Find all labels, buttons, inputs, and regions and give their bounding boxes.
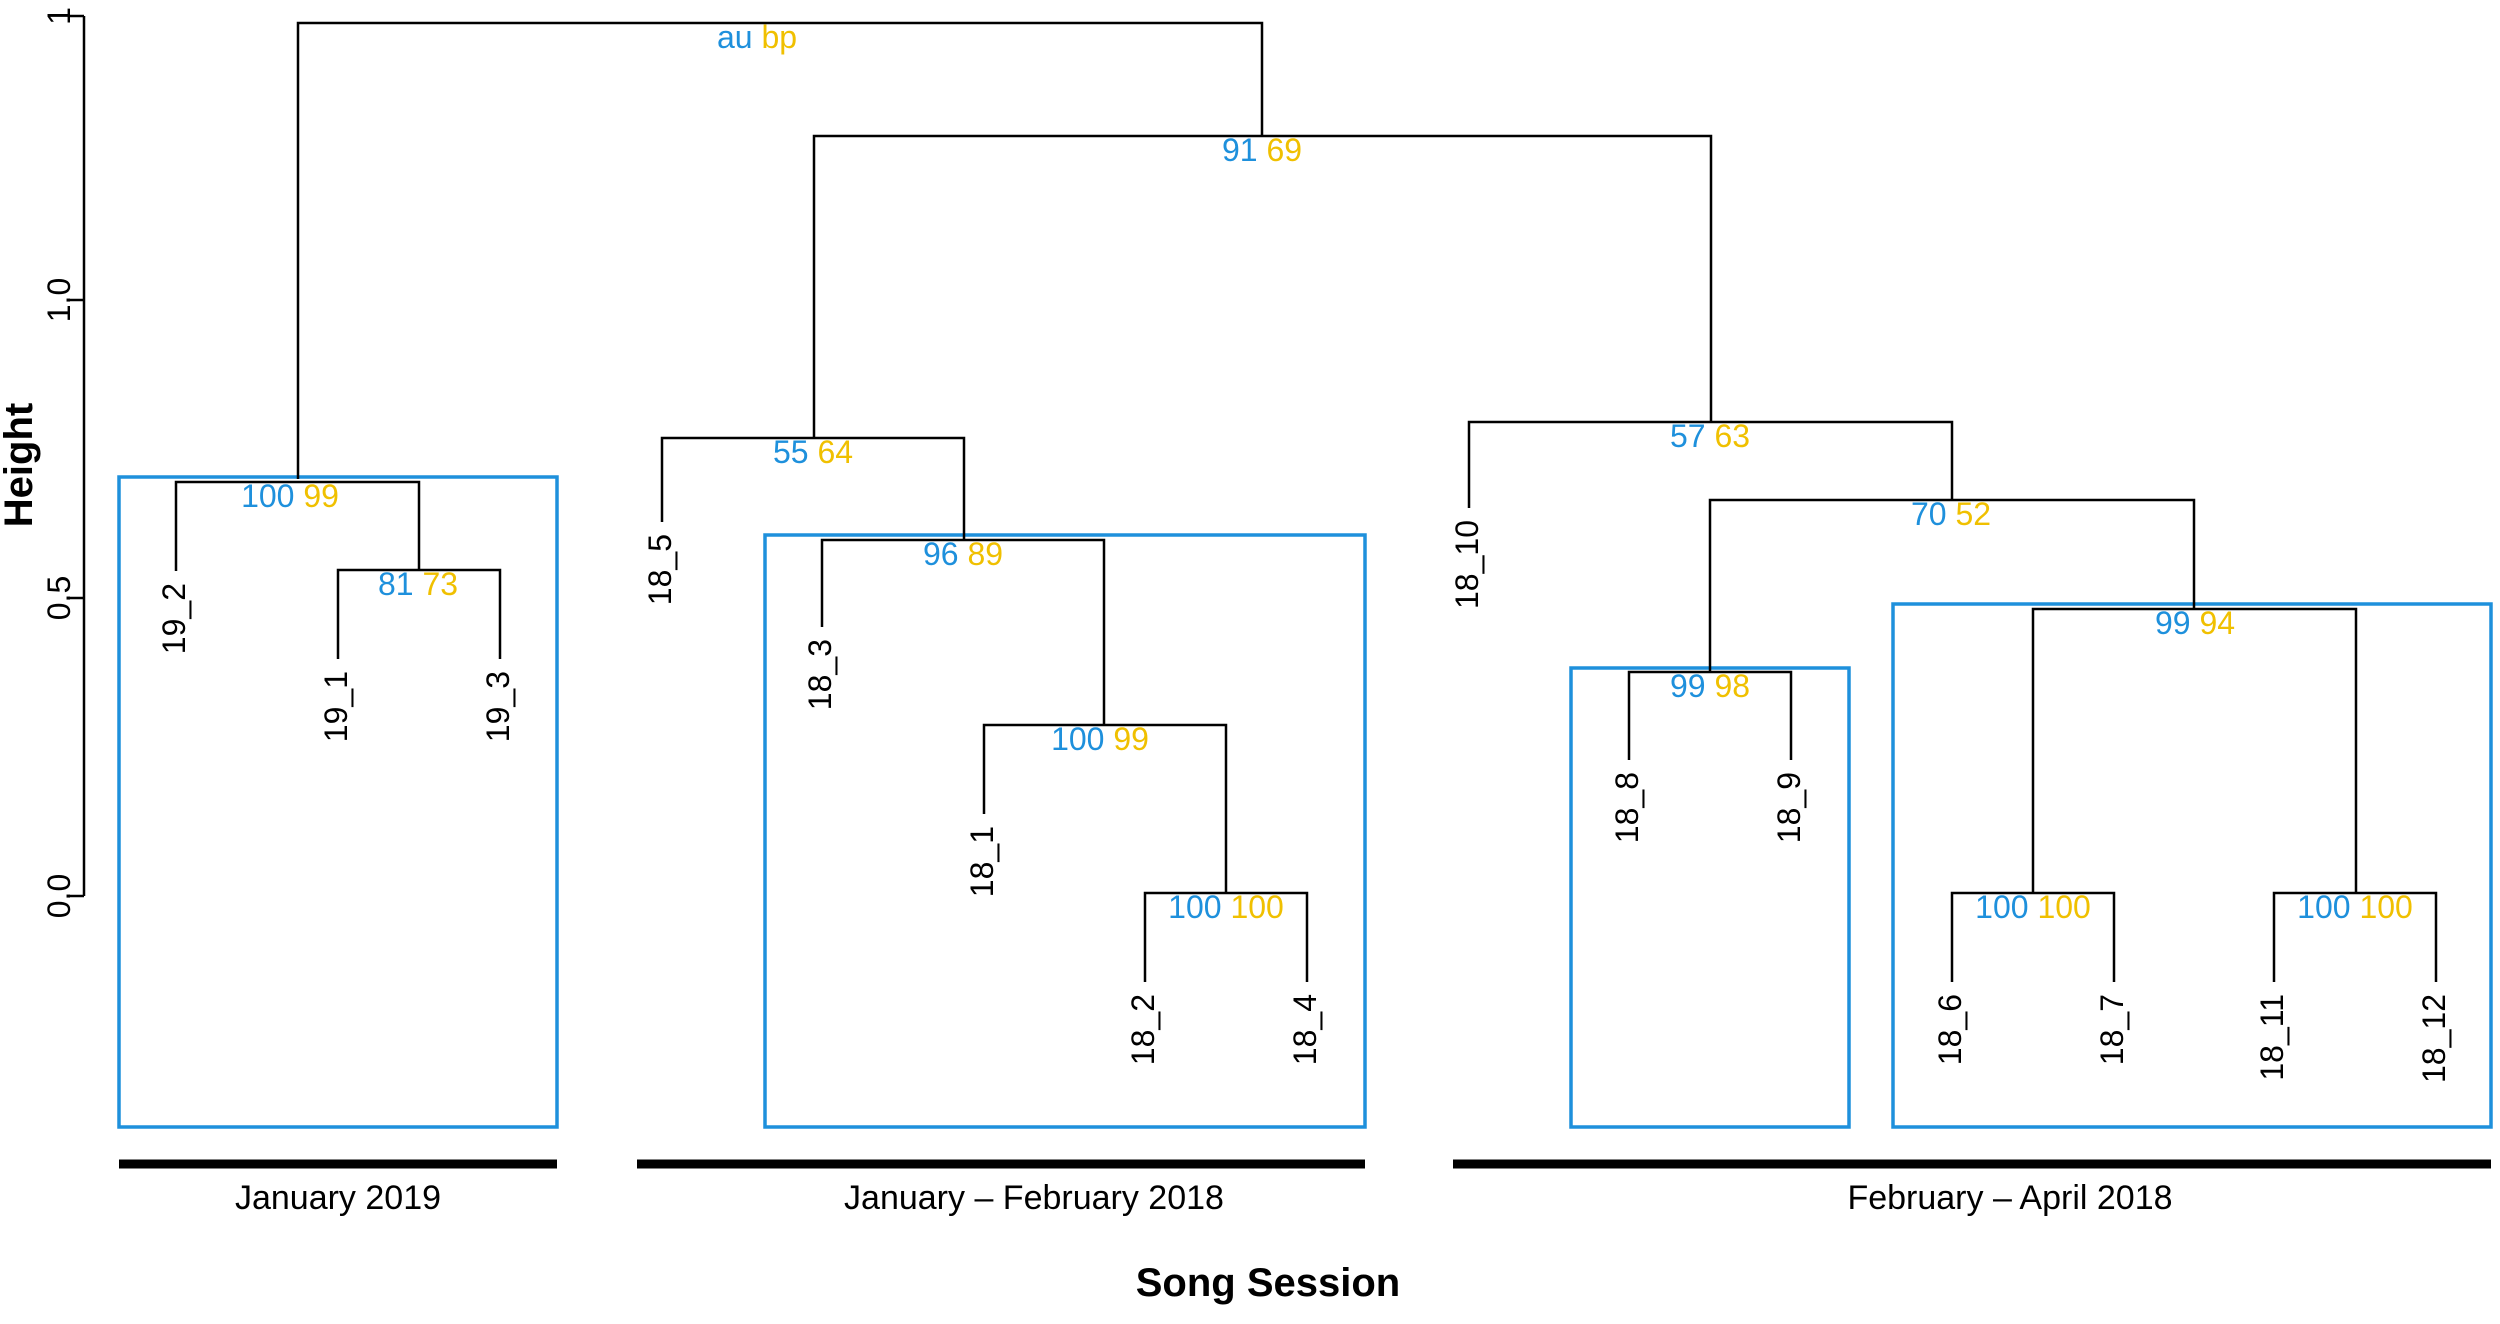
node-label-99-94: 99 94 xyxy=(2155,605,2235,641)
cluster-box-18-6-12 xyxy=(1891,602,2493,1129)
cluster-box-18-8-9 xyxy=(1569,666,1851,1129)
x-axis-title: Song Session xyxy=(1136,1261,1401,1305)
y-tick-label-1: 1 xyxy=(41,7,77,25)
y-tick-label-0: 0.0 xyxy=(41,874,77,918)
node-label-55-64: 55 64 xyxy=(773,434,853,470)
node-label-57-63: 57 63 xyxy=(1670,418,1750,454)
session-groups: January 2019 January – February 2018 Feb… xyxy=(119,1159,2491,1217)
leaf-label-19-1: 19_1 xyxy=(318,671,354,742)
branch-70-52 xyxy=(1708,498,2196,672)
cluster-box-jan-feb2018 xyxy=(763,533,1367,1129)
leaf-label-18-9: 18_9 xyxy=(1771,772,1807,843)
group-label-jan-feb2018: January – February 2018 xyxy=(844,1179,1224,1217)
cluster-box-jan2019 xyxy=(117,475,559,1129)
branch-99-94 xyxy=(2031,607,2358,893)
node-label-81-73: 81 73 xyxy=(378,566,458,602)
branch-root xyxy=(296,21,1264,479)
leaf-label-18-5: 18_5 xyxy=(642,534,678,605)
leaf-label-18-10: 18_10 xyxy=(1449,520,1485,609)
branch-96-89 xyxy=(820,538,1106,725)
node-label-96-89: 96 89 xyxy=(923,536,1003,572)
branch-55-64 xyxy=(660,436,966,540)
leaf-label-18-1: 18_1 xyxy=(964,826,1000,897)
branch-100-100-c xyxy=(2272,891,2438,982)
node-label-100-99-a: 100 99 xyxy=(241,478,339,514)
dendrogram-branches xyxy=(174,21,2438,982)
leaf-label-18-7: 18_7 xyxy=(2094,994,2130,1065)
y-tick-label-05: 0.5 xyxy=(41,576,77,620)
branch-100-99-b xyxy=(982,723,1228,893)
leaf-label-18-6: 18_6 xyxy=(1932,994,1968,1065)
branch-99-98 xyxy=(1627,670,1793,760)
y-axis: 0.0 0.5 1.0 1 Height xyxy=(0,7,86,918)
node-label-100-100-b: 100 100 xyxy=(1975,889,2091,925)
leaf-label-18-4: 18_4 xyxy=(1287,994,1323,1065)
branch-81-73 xyxy=(336,568,502,659)
group-label-feb-apr2018: February – April 2018 xyxy=(1847,1179,2172,1217)
branch-100-99-a xyxy=(174,480,421,571)
leaf-label-18-11: 18_11 xyxy=(2254,994,2290,1081)
y-axis-title: Height xyxy=(0,403,41,527)
node-label-70-52: 70 52 xyxy=(1911,496,1991,532)
node-label-91-69: 91 69 xyxy=(1222,132,1302,168)
node-label-100-100-c: 100 100 xyxy=(2297,889,2413,925)
leaf-label-18-8: 18_8 xyxy=(1609,772,1645,843)
leaf-label-19-3: 19_3 xyxy=(480,671,516,742)
leaf-label-18-3: 18_3 xyxy=(802,639,838,710)
node-label-100-99-b: 100 99 xyxy=(1051,721,1149,757)
branch-57-63 xyxy=(1467,420,1954,508)
node-label-99-98: 99 98 xyxy=(1670,668,1750,704)
leaf-label-19-2: 19_2 xyxy=(156,583,192,654)
node-label-100-100-a: 100 100 xyxy=(1168,889,1284,925)
leaf-label-18-12: 18_12 xyxy=(2416,994,2452,1083)
group-label-jan2019: January 2019 xyxy=(235,1179,441,1217)
leaf-label-18-2: 18_2 xyxy=(1125,994,1161,1065)
y-tick-label-10: 1.0 xyxy=(41,278,77,322)
branch-100-100-b xyxy=(1950,891,2116,982)
node-label-root: au bp xyxy=(717,19,797,55)
branch-100-100-a xyxy=(1143,891,1309,982)
leaf-labels: 19_2 19_1 19_3 18_5 18_3 18_1 18_2 18_4 … xyxy=(156,520,2452,1083)
branch-91-69 xyxy=(812,134,1713,438)
node-labels: au bp 91 69 55 64 57 63 100 99 81 73 96 … xyxy=(241,19,2413,925)
